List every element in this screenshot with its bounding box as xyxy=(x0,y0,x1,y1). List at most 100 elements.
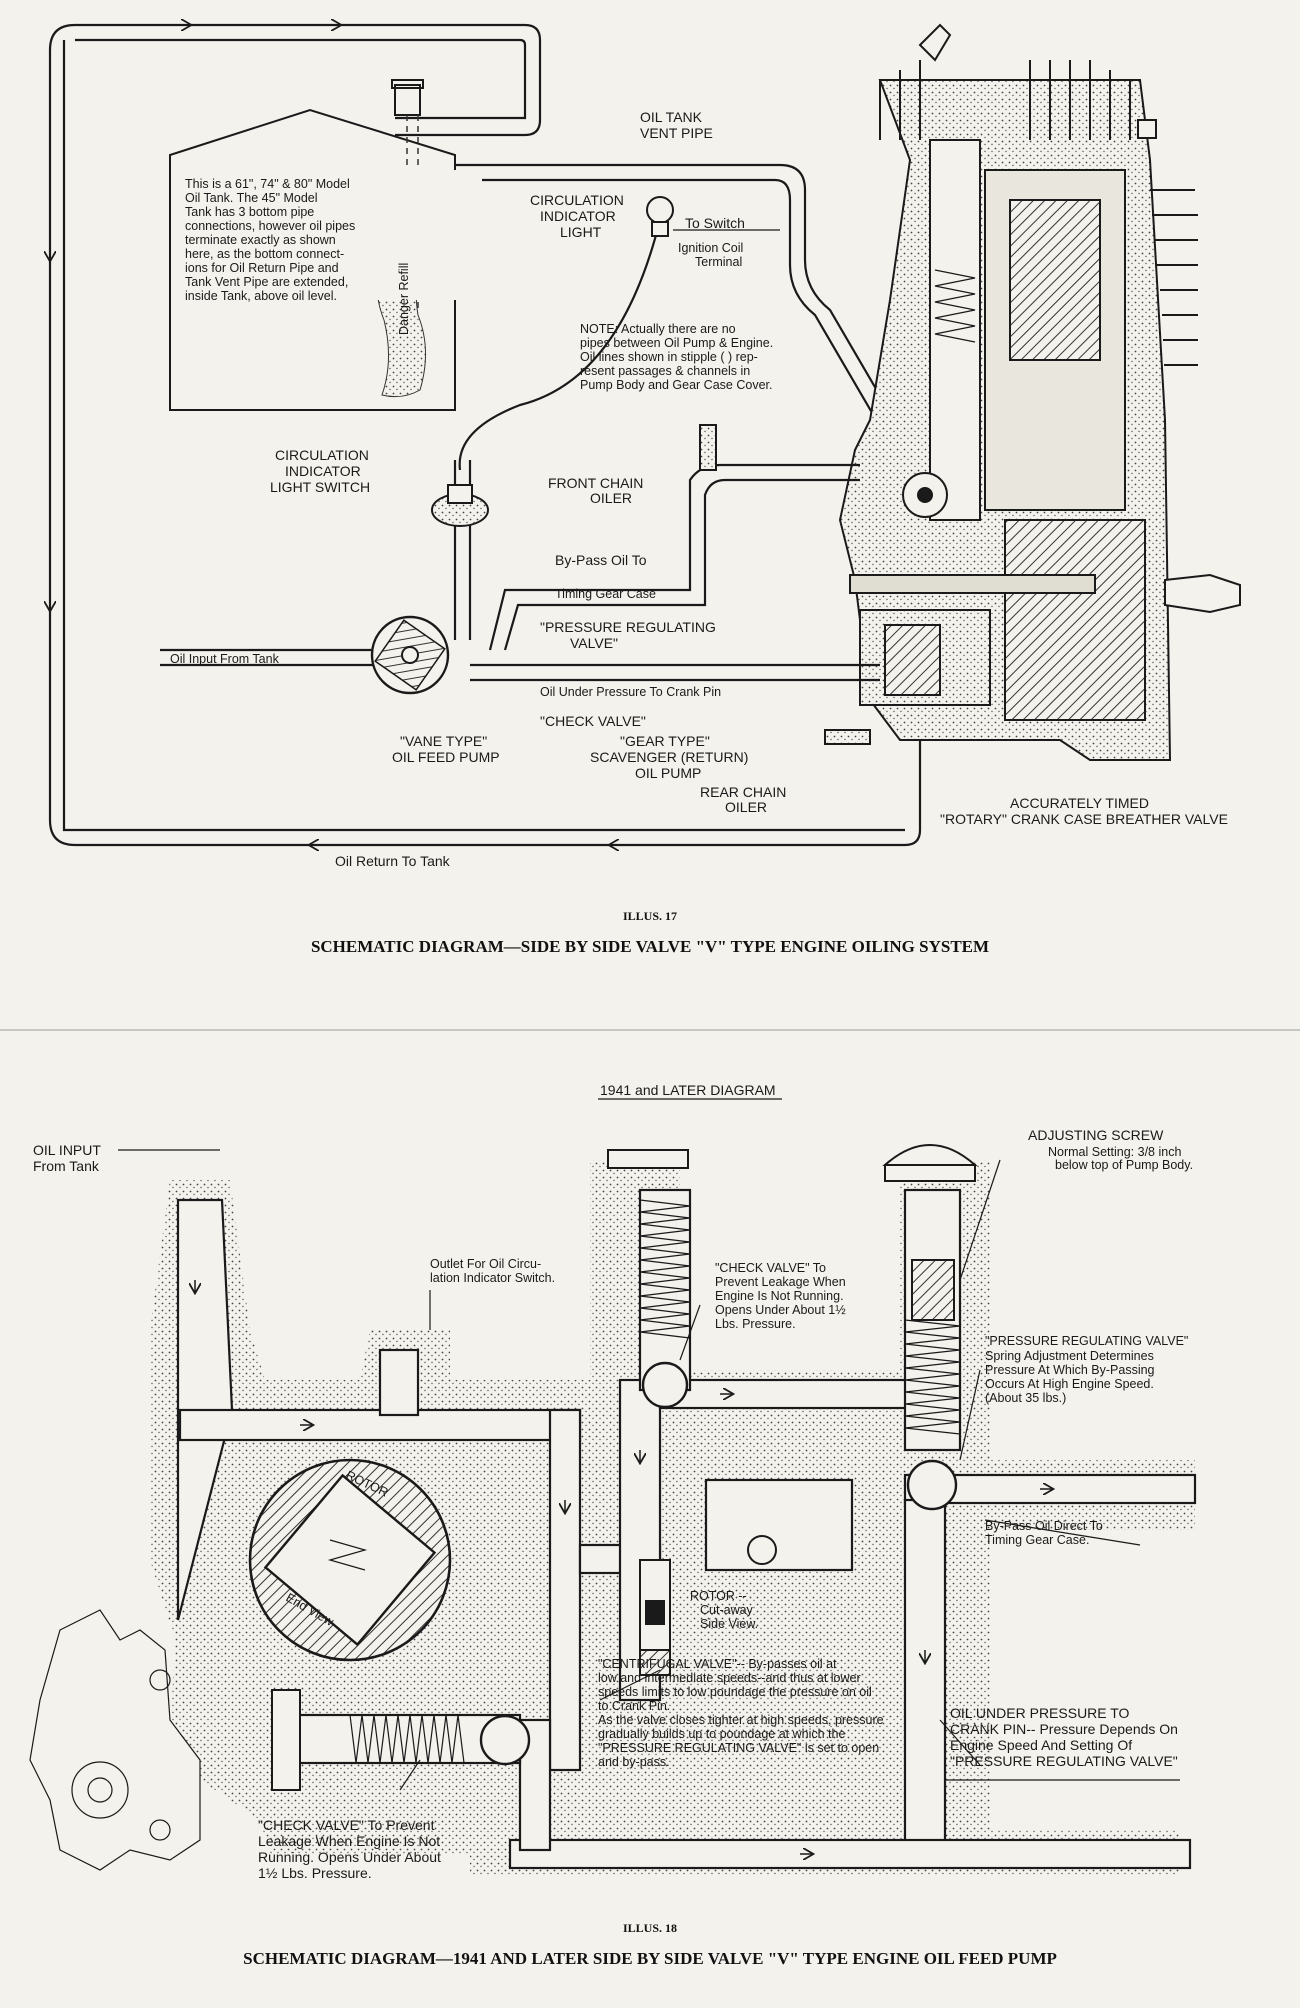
tank-note-line: Oil Tank. The 45" Model xyxy=(185,191,318,205)
bypass-direct-label: Timing Gear Case. xyxy=(985,1533,1089,1547)
breather-label: ACCURATELY TIMED xyxy=(1010,795,1149,811)
danger-refill-label: Danger Refill xyxy=(397,263,411,335)
front-chain-oiler-icon xyxy=(699,424,717,471)
outlet-label: Outlet For Oil Circu- xyxy=(430,1257,541,1271)
vane-oil-pump xyxy=(370,615,450,695)
tank-note-line: ions for Oil Return Pipe and xyxy=(185,261,339,275)
centrifugal-line: gradually builds up to poundage at which… xyxy=(598,1727,845,1741)
tank-note-line: This is a 61", 74" & 80" Model xyxy=(185,177,350,191)
ignition-coil-label: Ignition Coil xyxy=(678,241,743,255)
front-chain-oiler-label: FRONT CHAIN xyxy=(548,475,643,491)
oil-input-label: Oil Input From Tank xyxy=(170,652,280,666)
oil-tank xyxy=(169,79,482,411)
check-valve-bottom-line: 1½ Lbs. Pressure. xyxy=(258,1865,372,1881)
normal-setting-label: Normal Setting: 3/8 inch xyxy=(1048,1145,1181,1159)
check-valve-top xyxy=(607,1149,691,1409)
front-chain-oiler-label: OILER xyxy=(590,490,632,506)
note-line: Oil lines shown in stipple ( ) rep- xyxy=(580,350,758,364)
vent-pipe xyxy=(48,23,922,847)
oil-input-label: OIL INPUT xyxy=(33,1142,101,1158)
check-valve-label: "CHECK VALVE" xyxy=(540,713,646,729)
breather-label: "ROTARY" CRANK CASE BREATHER VALVE xyxy=(940,811,1228,827)
oil-input-label: From Tank xyxy=(33,1158,100,1174)
bypass-oil-label: By-Pass Oil To xyxy=(555,552,647,568)
oil-return-label: Oil Return To Tank xyxy=(335,853,451,869)
oil-under-pressure-line: Engine Speed And Setting Of xyxy=(950,1737,1132,1753)
bypass-direct-label: By-Pass Oil Direct To xyxy=(985,1519,1103,1533)
gear-pump-label: OIL PUMP xyxy=(635,765,701,781)
vane-pump-label: "VANE TYPE" xyxy=(400,733,487,749)
light-switch-label: INDICATOR xyxy=(285,463,361,479)
light-switch-label: CIRCULATION xyxy=(275,447,369,463)
tank-vent-pipe-line xyxy=(455,163,901,431)
note-block: NOTE: Actually there are no pipes betwee… xyxy=(580,322,773,392)
rotor-cutaway-label: Side View. xyxy=(700,1617,758,1631)
centrifugal-note: "CENTRIFUGAL VALVE"-- By-passes oil at l… xyxy=(598,1657,884,1769)
light-switch-label: LIGHT SWITCH xyxy=(270,479,370,495)
vane-pump-label: OIL FEED PUMP xyxy=(392,749,500,765)
ignition-coil-label: Terminal xyxy=(695,255,742,269)
tank-note-line: Tank Vent Pipe are extended, xyxy=(185,275,348,289)
rotor-cutaway-label: Cut-away xyxy=(700,1603,754,1617)
centrifugal-line: speeds limits to low poundage the pressu… xyxy=(598,1685,872,1699)
check-valve-bottom-note: "CHECK VALVE" To Prevent Leakage When En… xyxy=(258,1817,441,1881)
prv-line: Pressure At Which By-Passing xyxy=(985,1363,1155,1377)
oil-under-pressure-line: OIL UNDER PRESSURE TO xyxy=(950,1705,1130,1721)
pressure-regulating-label: VALVE" xyxy=(570,635,618,651)
prv-line: Spring Adjustment Determines xyxy=(985,1349,1154,1363)
check-valve-top-line: Prevent Leakage When xyxy=(715,1275,846,1289)
rotor-cutaway-icon xyxy=(747,1535,777,1565)
tank-note-line: terminate exactly as shown xyxy=(185,233,336,247)
check-valve-bottom-line: "CHECK VALVE" To Prevent xyxy=(258,1817,435,1833)
illus-18-number: ILLUS. 18 xyxy=(623,1921,677,1935)
pressure-regulating-label: "PRESSURE REGULATING xyxy=(540,619,716,635)
rotor-cutaway-label: ROTOR -- xyxy=(690,1589,747,1603)
normal-setting-label: below top of Pump Body. xyxy=(1055,1158,1193,1172)
timing-gear-case-label: Timing Gear Case xyxy=(555,587,656,601)
tank-note-line: here, as the bottom connect- xyxy=(185,247,344,261)
rear-chain-oiler-label: OILER xyxy=(725,799,767,815)
check-valve-top-line: Opens Under About 1½ xyxy=(715,1303,846,1317)
rear-chain-oiler-label: REAR CHAIN xyxy=(700,784,786,800)
illus-18-caption: SCHEMATIC DIAGRAM—1941 AND LATER SIDE BY… xyxy=(243,1949,1057,1968)
oil-under-pressure-note: OIL UNDER PRESSURE TO CRANK PIN-- Pressu… xyxy=(950,1705,1178,1769)
rear-chain-oiler-icon xyxy=(824,729,871,745)
vent-pipe-label: OIL TANK xyxy=(640,109,703,125)
engine-block xyxy=(838,23,1241,761)
adjusting-screw-label: ADJUSTING SCREW xyxy=(1028,1127,1164,1143)
indicator-light-switch xyxy=(431,484,489,527)
note-line: pipes between Oil Pump & Engine. xyxy=(580,336,773,350)
pressure-regulating-valve xyxy=(882,1144,978,1511)
rotor-end-view xyxy=(248,1458,452,1662)
indicator-light-label: INDICATOR xyxy=(540,208,616,224)
outlet-label: lation Indicator Switch. xyxy=(430,1271,555,1285)
centrifugal-line: and by-pass. xyxy=(598,1755,670,1769)
note-line: NOTE: Actually there are no xyxy=(580,322,736,336)
gear-pump-label: "GEAR TYPE" xyxy=(620,733,710,749)
vent-pipe-label: VENT PIPE xyxy=(640,125,713,141)
check-valve-top-line: "CHECK VALVE" To xyxy=(715,1261,826,1275)
note-line: resent passages & channels in xyxy=(580,364,750,378)
centrifugal-line: "CENTRIFUGAL VALVE"-- By-passes oil at xyxy=(598,1657,837,1671)
centrifugal-line: to Crank Pin. xyxy=(598,1699,670,1713)
prv-line: (About 35 lbs.) xyxy=(985,1391,1066,1405)
illus-17-caption: SCHEMATIC DIAGRAM—SIDE BY SIDE VALVE "V"… xyxy=(311,937,989,956)
check-valve-bottom-line: Running. Opens Under About xyxy=(258,1849,441,1865)
oil-under-pressure-line: "PRESSURE REGULATING VALVE" xyxy=(950,1753,1178,1769)
centrifugal-line: As the valve closes tighter at high spee… xyxy=(598,1713,884,1727)
tank-note: This is a 61", 74" & 80" Model Oil Tank.… xyxy=(185,177,355,303)
later-diagram-label: 1941 and LATER DIAGRAM xyxy=(600,1082,776,1098)
tank-note-line: connections, however oil pipes xyxy=(185,219,355,233)
check-valve-bottom xyxy=(271,1689,531,1791)
check-valve-top-line: Lbs. Pressure. xyxy=(715,1317,796,1331)
illus-17-diagram: This is a 61", 74" & 80" Model Oil Tank.… xyxy=(48,23,1241,956)
centrifugal-line: low and intermediate speeds--and thus at… xyxy=(598,1671,861,1685)
indicator-light-label: CIRCULATION xyxy=(530,192,624,208)
check-valve-top-note: "CHECK VALVE" To Prevent Leakage When En… xyxy=(715,1261,846,1331)
centrifugal-line: "PRESSURE REGULATING VALVE" is set to op… xyxy=(598,1741,879,1755)
gear-pump-label: SCAVENGER (RETURN) xyxy=(590,749,748,765)
indicator-light-bulb xyxy=(646,196,780,237)
pump-assembly-sketch xyxy=(29,1609,201,1871)
note-line: Pump Body and Gear Case Cover. xyxy=(580,378,772,392)
